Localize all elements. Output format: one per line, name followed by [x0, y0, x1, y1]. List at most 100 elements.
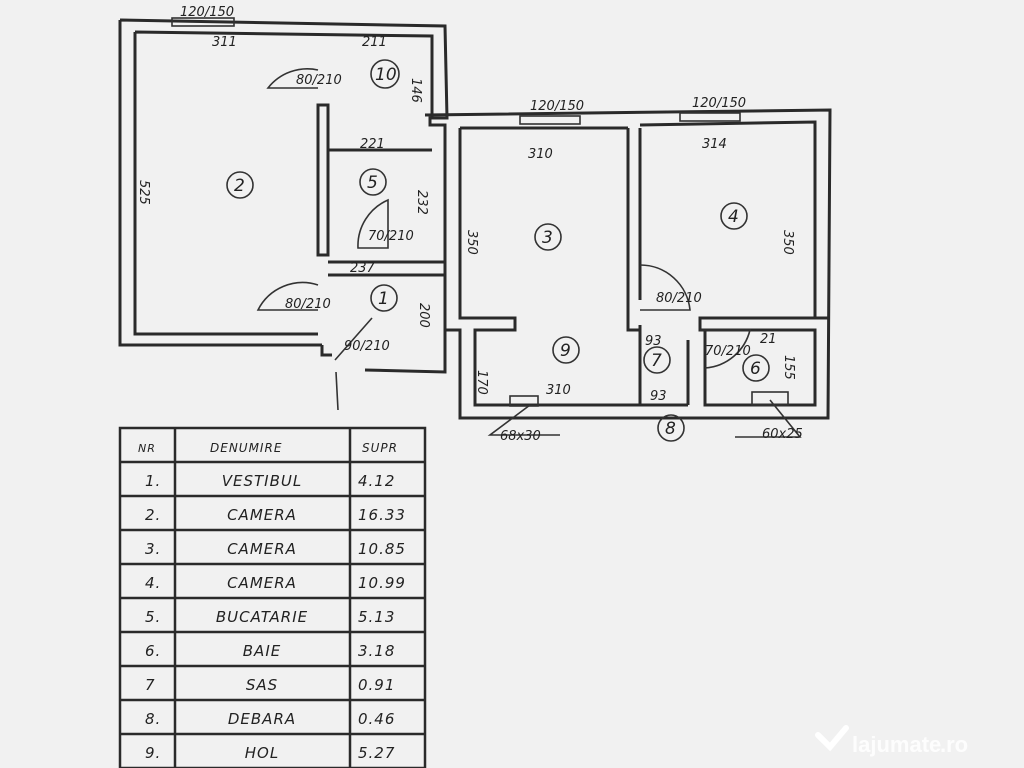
room-marker-8: 8 — [657, 414, 685, 442]
room-marker-6: 6 — [742, 354, 770, 382]
window-top-3: 120/150 — [692, 96, 746, 111]
door-label-1: 80/210 — [296, 73, 342, 88]
dim-room3-length: 350 — [464, 230, 479, 255]
room-marker-2: 2 — [226, 171, 254, 199]
row-name: HOL — [245, 744, 279, 762]
watermark-suffix: .ro — [940, 732, 968, 757]
room-marker-4: 4 — [720, 202, 748, 230]
row-nr: 3. — [145, 540, 161, 558]
svg-text:5: 5 — [367, 173, 378, 193]
dim-room4-length: 350 — [780, 230, 795, 255]
dimension-labels: 311 525 211 146 221 232 237 200 310 350 … — [136, 5, 803, 444]
door-label-2: 70/210 — [368, 229, 414, 244]
row-nr: 2. — [145, 506, 161, 524]
row-name: CAMERA — [227, 574, 297, 592]
table-row: 6. BAIE 3.18 — [145, 642, 395, 660]
row-area: 0.46 — [358, 710, 395, 728]
watermark-logo-icon — [815, 725, 849, 752]
dim-room5-depth: 232 — [414, 190, 429, 215]
row-area: 3.18 — [358, 642, 395, 660]
dim-room6-depth: 155 — [781, 355, 796, 380]
room-marker-9: 9 — [552, 336, 580, 364]
svg-text:9: 9 — [560, 341, 571, 361]
row-nr: 4. — [145, 574, 161, 592]
row-area: 10.85 — [358, 540, 406, 558]
row-nr: 5. — [145, 608, 161, 626]
dim-room7: 93 — [645, 334, 662, 349]
room-marker-5: 5 — [359, 168, 387, 196]
row-name: SAS — [246, 676, 278, 694]
table-row: 9. HOL 5.27 — [145, 744, 395, 762]
dim-room10-depth: 146 — [408, 78, 423, 103]
room-marker-1: 1 — [370, 284, 398, 312]
door-label-3: 80/210 — [285, 297, 331, 312]
dim-room10-width: 211 — [362, 35, 387, 50]
dim-room9-depth: 170 — [474, 370, 489, 395]
watermark-text: lajumate — [852, 732, 941, 757]
table-row: 3. CAMERA 10.85 — [145, 540, 406, 558]
dim-room5-bottom: 237 — [350, 261, 376, 276]
area-table: NR DENUMIRE SUPR 1. VESTIBUL 4.12 2. CAMERA 1… — [118, 426, 427, 768]
table-row: 4. CAMERA 10.99 — [145, 574, 406, 592]
room-markers: 1 2 3 4 5 6 7 8 9 10 — [226, 59, 770, 442]
dim-room2-length: 525 — [136, 180, 151, 205]
row-area: 5.27 — [358, 744, 395, 762]
table-row: 2. CAMERA 16.33 — [145, 506, 406, 524]
svg-text:8: 8 — [665, 419, 676, 439]
dim-room4-width: 314 — [702, 137, 727, 152]
room-marker-7: 7 — [643, 346, 671, 374]
header-name: DENUMIRE — [210, 441, 282, 455]
doors — [256, 68, 752, 411]
svg-text:10: 10 — [375, 65, 397, 85]
row-name: DEBARA — [228, 710, 296, 728]
door-label-6: 70/210 — [705, 344, 751, 359]
row-nr: 7 — [145, 676, 156, 694]
table-row: 5. BUCATARIE 5.13 — [145, 608, 395, 626]
row-nr: 6. — [145, 642, 161, 660]
row-name: VESTIBUL — [222, 472, 302, 490]
room-marker-10: 10 — [370, 59, 400, 89]
row-name: BUCATARIE — [216, 608, 308, 626]
dim-room2-width: 311 — [212, 35, 237, 50]
total-area: 57.30 — [360, 766, 408, 768]
door-label-5: 80/210 — [656, 291, 702, 306]
row-name: BAIE — [243, 642, 281, 660]
row-area: 5.13 — [358, 608, 395, 626]
svg-text:4: 4 — [728, 207, 739, 227]
dim-room9-width: 310 — [546, 383, 571, 398]
table-row: 7 SAS 0.91 — [145, 676, 395, 694]
dim-room8: 93 — [650, 389, 667, 404]
dim-room3-width: 310 — [528, 147, 553, 162]
svg-text:3: 3 — [542, 228, 553, 248]
dim-room6-width: 21 — [760, 332, 777, 347]
table-row: 1. VESTIBUL 4.12 — [145, 472, 395, 490]
row-nr: 1. — [145, 472, 161, 490]
svg-text:7: 7 — [651, 351, 662, 371]
window-size-2: 60x25 — [762, 427, 803, 442]
header-area: SUPR — [362, 441, 398, 455]
header-nr: NR — [138, 442, 156, 455]
walls — [118, 18, 832, 420]
row-name: CAMERA — [227, 506, 297, 524]
svg-text:1: 1 — [378, 289, 389, 309]
door-label-4: 90/210 — [344, 339, 390, 354]
svg-text:6: 6 — [750, 359, 761, 379]
row-nr: 8. — [145, 710, 161, 728]
window-size-1: 68x30 — [500, 429, 541, 444]
watermark: lajumate .ro — [815, 725, 968, 757]
dim-room1: 200 — [416, 303, 431, 328]
row-area: 0.91 — [358, 676, 395, 694]
row-area: 4.12 — [358, 472, 395, 490]
window-top-1: 120/150 — [180, 5, 234, 20]
room-marker-3: 3 — [534, 223, 562, 251]
row-area: 10.99 — [358, 574, 406, 592]
dim-room5-width: 221 — [360, 137, 385, 152]
windows — [171, 17, 802, 438]
row-nr: 9. — [145, 744, 161, 762]
svg-text:2: 2 — [234, 176, 245, 196]
row-name: CAMERA — [227, 540, 297, 558]
table-row: 8. DEBARA 0.46 — [145, 710, 395, 728]
window-top-2: 120/150 — [530, 99, 584, 114]
row-area: 16.33 — [358, 506, 406, 524]
